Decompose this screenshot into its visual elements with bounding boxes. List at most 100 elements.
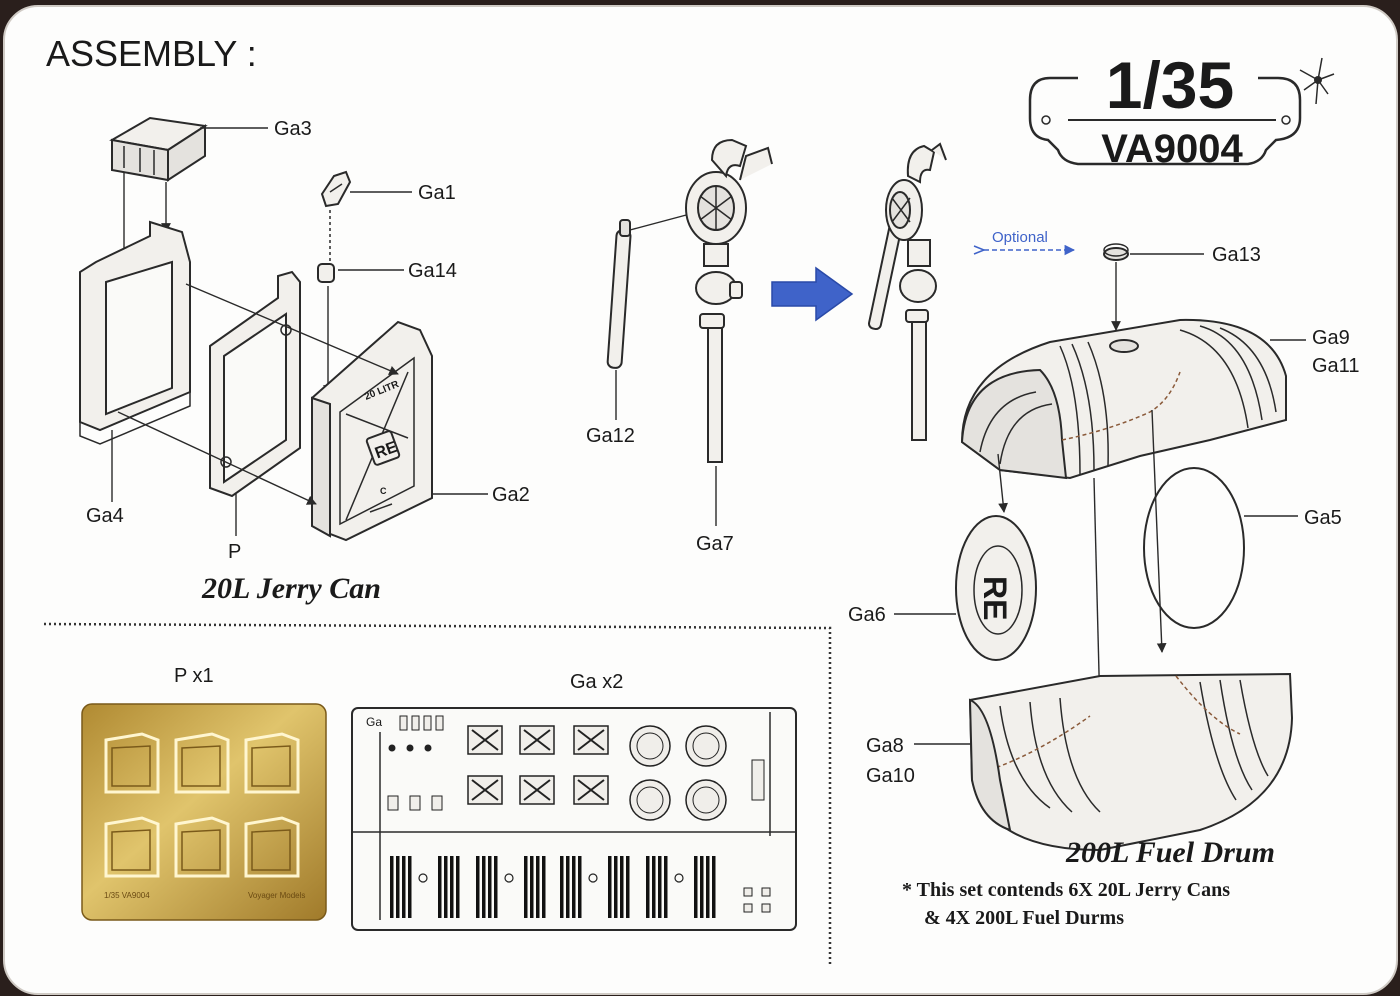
part-ga8-ga10-lower-drum: [968, 672, 1294, 852]
scale-badge: 1/35 VA9004: [1028, 48, 1335, 171]
sprue-label: Ga x2: [570, 671, 623, 693]
sprue-rib: [646, 856, 650, 918]
sprue-rib: [390, 856, 394, 918]
jerry-can-title: 20L Jerry Can: [201, 572, 381, 605]
sprue-drum-half: [646, 856, 716, 918]
sprue-bung-part: [431, 795, 443, 811]
next-step-arrow-icon: [771, 266, 854, 322]
etch-credit-left: 1/35 VA9004: [104, 891, 150, 900]
assembled-pump: [868, 142, 947, 441]
sprue-ga-tag: Ga: [366, 715, 382, 729]
sprue-tiny-part: [743, 887, 753, 897]
sprue-can-cross: [471, 779, 499, 801]
part-ga6-end-disk: RE: [955, 515, 1037, 661]
sprue-rib: [402, 856, 406, 918]
sprue-rib: [542, 856, 546, 918]
part-ga14-spout: [317, 263, 335, 283]
etched-brass-fret: 1/35 VA9004 Voyager Models: [81, 703, 327, 921]
sprue-can-cross: [471, 729, 499, 751]
sprue-tiny-part: [761, 903, 771, 913]
sprue-rib: [456, 856, 460, 918]
sprue-drum-half: [560, 856, 630, 918]
sprue-drum-end-ring: [692, 732, 720, 760]
sprue-rib: [626, 856, 630, 918]
etched-frame-part: [104, 816, 160, 878]
can-logo-marking: RE: [373, 439, 400, 463]
part-ga1-cap: [320, 170, 352, 208]
sprue-rib: [494, 856, 498, 918]
etched-frame-part: [104, 732, 160, 794]
label-ga12: Ga12: [586, 425, 635, 447]
etched-frame-part-inner: [111, 745, 151, 787]
label-ga5: Ga5: [1304, 507, 1342, 529]
etched-frame-part: [244, 732, 300, 794]
label-ga6: Ga6: [848, 604, 886, 626]
etched-frame-part-inner: [181, 829, 221, 871]
sprue-rib: [408, 856, 412, 918]
sprue-spout-part: [406, 744, 414, 752]
etched-frame-part-inner: [181, 745, 221, 787]
sprue-can-cross: [523, 779, 551, 801]
etch-fret-label: P x1: [174, 665, 214, 687]
sprue-rib: [482, 856, 486, 918]
assembly-heading: ASSEMBLY :: [46, 33, 257, 74]
sprue-drum-end: [685, 725, 727, 767]
sprue-rib: [524, 856, 528, 918]
part-ga12-tube: [606, 219, 632, 369]
fuel-drum-title: 200L Fuel Drum: [1065, 836, 1275, 869]
part-ga9-ga11-upper-drum: [960, 318, 1287, 480]
etched-frame-part-inner: [111, 829, 151, 871]
part-ga5-ring: [1143, 467, 1245, 629]
sprue-drum-end-ring: [636, 786, 664, 814]
sprue-small-part: [435, 715, 444, 731]
label-ga7: Ga7: [696, 533, 734, 555]
sprue-rib: [700, 856, 704, 918]
sprue-drum-end-ring: [636, 732, 664, 760]
label-p: P: [228, 541, 241, 563]
section-divider: [43, 622, 832, 966]
contents-note-line2: & 4X 200L Fuel Durms: [924, 907, 1124, 929]
sprue-spout-part: [424, 744, 432, 752]
fuel-drum-assembly: Optional Ga13 Ga9 Ga11 Ga5: [848, 229, 1359, 929]
sprue-rib: [450, 856, 454, 918]
sprue-drum-end-ring: [692, 786, 720, 814]
label-ga4: Ga4: [86, 505, 124, 527]
label-ga11: Ga11: [1312, 355, 1359, 377]
label-ga8: Ga8: [866, 735, 904, 757]
sprue-rib: [706, 856, 710, 918]
sprue-tiny-part: [743, 903, 753, 913]
product-code: VA9004: [1101, 127, 1243, 171]
sprue-drum-bung: [418, 873, 428, 883]
sprue-rib: [572, 856, 576, 918]
sprue-rib: [536, 856, 540, 918]
drum-logo-marking: RE: [977, 576, 1013, 620]
sprue-rib: [438, 856, 442, 918]
sprue-drum-half: [390, 856, 460, 918]
sprue-rib: [614, 856, 618, 918]
label-ga3: Ga3: [274, 118, 312, 140]
sprue-small-part: [399, 715, 408, 731]
etched-frame-part-inner: [251, 745, 291, 787]
sprue-rib: [560, 856, 564, 918]
sprue-rib: [652, 856, 656, 918]
label-ga1: Ga1: [418, 182, 456, 204]
sprue-small-part: [411, 715, 420, 731]
label-ga14: Ga14: [408, 260, 457, 282]
sprue-rib: [566, 856, 570, 918]
label-ga10: Ga10: [866, 765, 915, 787]
etched-frame-part: [244, 816, 300, 878]
sprue-rib: [694, 856, 698, 918]
sprue-can-cross: [577, 779, 605, 801]
pump-assembly: Ga12 Ga7: [586, 138, 947, 555]
sprue-drum-bung: [504, 873, 514, 883]
etched-frame-part: [174, 816, 230, 878]
part-ga13-bung: [1103, 243, 1129, 261]
label-ga13: Ga13: [1212, 244, 1261, 266]
sprue-can-cross: [523, 729, 551, 751]
part-ga7-pump: [685, 138, 773, 463]
etched-frame-part-inner: [251, 829, 291, 871]
sprue-rib: [530, 856, 534, 918]
part-ga4-frame: [79, 220, 191, 445]
sprue-bung-part: [409, 795, 421, 811]
sprue-drum-bung: [674, 873, 684, 883]
